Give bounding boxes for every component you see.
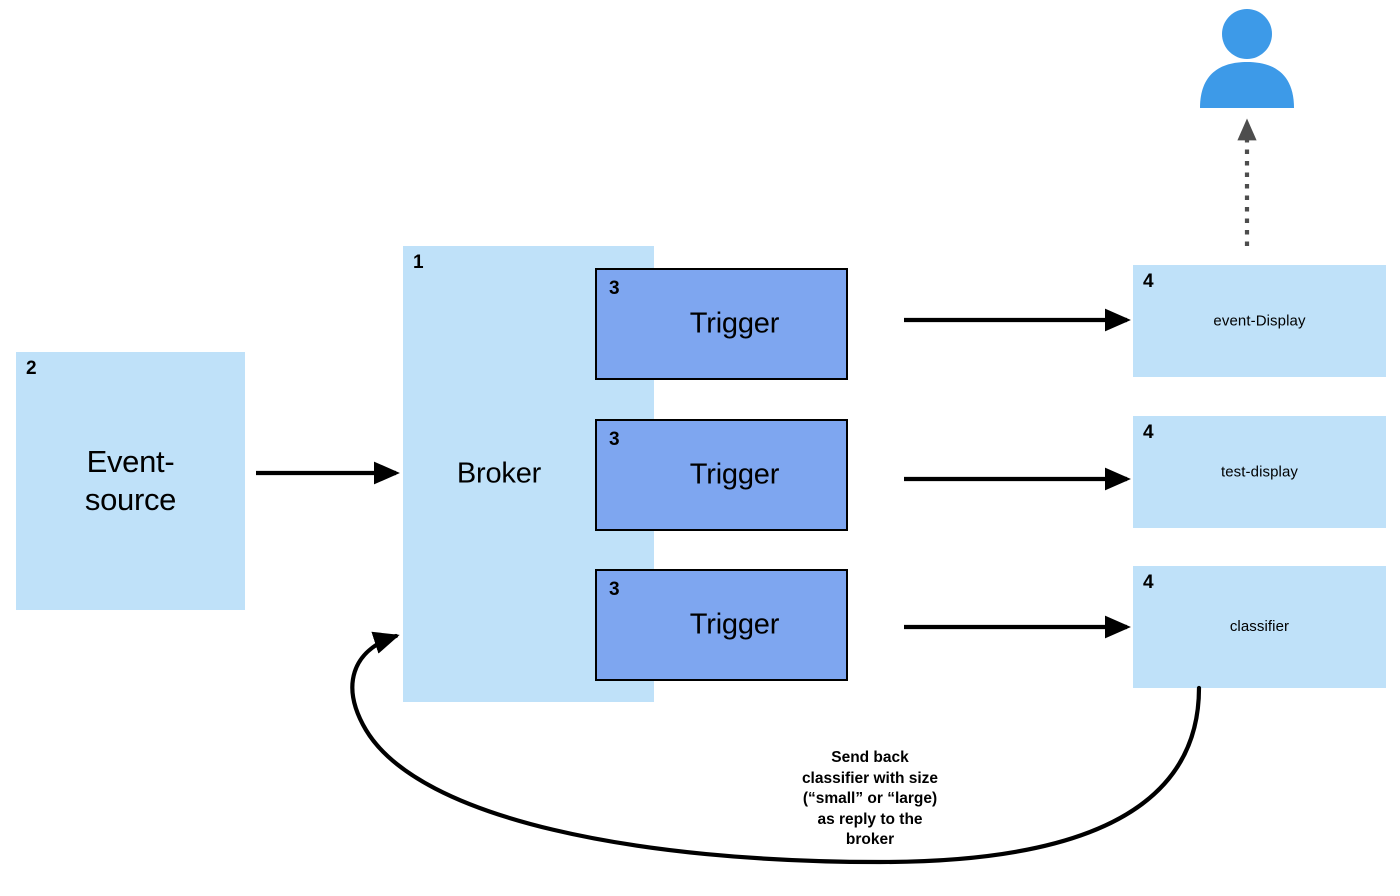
node-index-trigger-3: 3 xyxy=(609,579,620,600)
node-label-trigger-2: Trigger xyxy=(689,458,780,491)
node-index-sink-2: 4 xyxy=(1143,422,1154,443)
person-icon xyxy=(1200,9,1294,108)
node-index-trigger-1: 3 xyxy=(609,278,620,299)
node-label-broker: Broker xyxy=(456,457,542,490)
node-sink-classifier[interactable]: 4 classifier xyxy=(1133,566,1386,688)
node-label-sink-3: classifier xyxy=(1229,618,1290,635)
edge-label-classifier-to-broker: Send back classifier with size (“small” … xyxy=(801,749,939,849)
node-index-event-source: 2 xyxy=(26,358,37,379)
node-label-trigger-3: Trigger xyxy=(689,608,780,641)
node-index-sink-1: 4 xyxy=(1143,271,1154,292)
node-index-trigger-2: 3 xyxy=(609,429,620,450)
node-label-trigger-1: Trigger xyxy=(689,307,780,340)
node-label-sink-2: test-display xyxy=(1220,463,1299,481)
user-avatar[interactable] xyxy=(1198,8,1296,108)
node-event-source[interactable]: 2 Event- source xyxy=(16,352,245,610)
node-index-sink-3: 4 xyxy=(1143,572,1154,593)
node-sink-test-display[interactable]: 4 test-display xyxy=(1133,416,1386,528)
node-label-event-source: Event- source xyxy=(84,444,177,517)
node-trigger-2[interactable]: 3 Trigger xyxy=(595,419,848,531)
node-trigger-3[interactable]: 3 Trigger xyxy=(595,569,848,681)
node-sink-event-display[interactable]: 4 event-Display xyxy=(1133,265,1386,377)
node-label-sink-1: event-Display xyxy=(1213,312,1306,330)
node-index-broker: 1 xyxy=(413,252,424,273)
node-trigger-1[interactable]: 3 Trigger xyxy=(595,268,848,380)
